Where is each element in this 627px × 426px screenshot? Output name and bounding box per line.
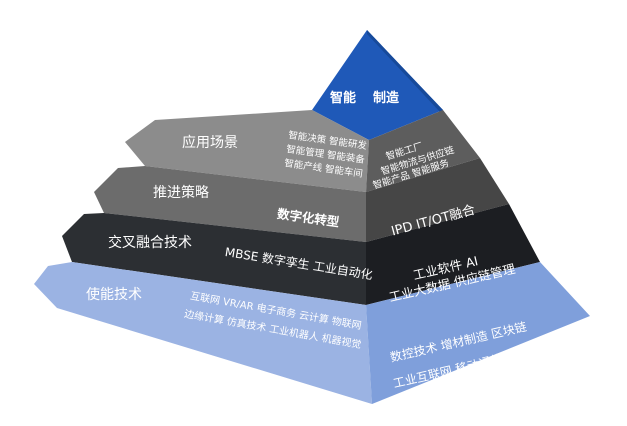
layer4-left-face xyxy=(34,262,372,404)
layer2-label: 推进策略 xyxy=(153,185,209,201)
layer3-left-face xyxy=(62,213,366,305)
apex-shadow xyxy=(367,30,443,112)
layer1-right-face xyxy=(366,110,480,192)
layer2-left-face xyxy=(94,166,366,242)
apex-text-2: 制造 xyxy=(373,91,400,106)
layer3-label: 交叉融合技术 xyxy=(108,235,192,251)
layer1-label: 应用场景 xyxy=(182,135,238,151)
layer2-right-face xyxy=(366,158,509,242)
apex-face xyxy=(312,30,443,140)
layer1-left-face xyxy=(125,110,369,192)
apex-text-1: 智能 xyxy=(330,91,357,106)
layer3-right-face xyxy=(366,204,540,305)
layer4-label: 使能技术 xyxy=(86,287,142,303)
layer4-right-face xyxy=(366,262,590,404)
